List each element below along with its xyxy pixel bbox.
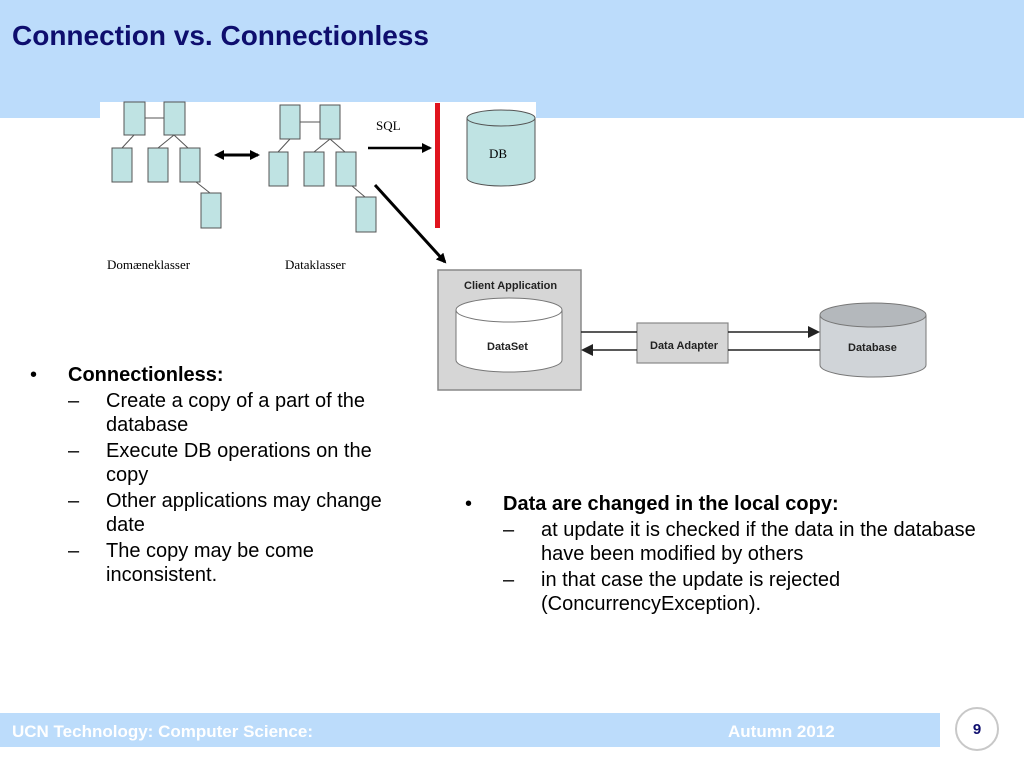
- database-label: Database: [848, 342, 897, 354]
- bullet-icon: •: [30, 364, 38, 386]
- list-item: –Other applications may change date: [68, 489, 410, 537]
- db-cylinder-icon: [466, 109, 536, 187]
- list-item-text: Create a copy of a part of the database: [106, 390, 366, 436]
- footer-term: Autumn 2012: [728, 722, 835, 741]
- dataset-diagram: Client Application DataSet Data Adapter …: [437, 269, 927, 391]
- connectionless-list: • Connectionless: –Create a copy of a pa…: [30, 364, 410, 587]
- local-copy-heading: Data are changed in the local copy:: [503, 493, 839, 515]
- bullet-connectionless: • Connectionless:: [30, 364, 410, 387]
- dataset-cylinder-icon: [455, 297, 563, 373]
- dataset-arrow: [373, 183, 447, 264]
- list-item: –The copy may be come inconsistent.: [68, 539, 410, 587]
- list-item: –Create a copy of a part of the database: [68, 389, 410, 437]
- list-item: –at update it is checked if the data in …: [503, 518, 1005, 566]
- list-item-text: Execute DB operations on the copy: [106, 440, 372, 486]
- list-item-text: at update it is checked if the data in t…: [541, 519, 976, 565]
- connectionless-heading: Connectionless:: [68, 364, 224, 386]
- page-number: 9: [955, 707, 999, 751]
- data-adapter-box: [636, 322, 729, 364]
- slide-title: Connection vs. Connectionless: [12, 20, 429, 51]
- data-classes-label: Dataklasser: [285, 257, 346, 272]
- client-application-label: Client Application: [464, 280, 557, 292]
- list-item-text: Other applications may change date: [106, 490, 382, 536]
- dataset-label: DataSet: [487, 341, 528, 353]
- list-item: –Execute DB operations on the copy: [68, 439, 410, 487]
- domain-classes: [111, 101, 222, 229]
- bullet-local-copy: • Data are changed in the local copy:: [465, 493, 1005, 516]
- bullet-icon: •: [465, 493, 473, 515]
- sql-label: SQL: [376, 118, 401, 133]
- class-diagram: [111, 101, 536, 264]
- list-item-text: in that case the update is rejected (Con…: [541, 569, 841, 615]
- data-classes: [268, 104, 377, 233]
- domain-classes-label: Domæneklasser: [107, 257, 191, 272]
- footer-course: UCN Technology: Computer Science:: [12, 722, 313, 741]
- data-adapter-label: Data Adapter: [650, 340, 719, 352]
- db-label: DB: [489, 146, 508, 161]
- footer-band: [0, 713, 940, 747]
- connection-barrier: [435, 103, 440, 228]
- list-item-text: The copy may be come inconsistent.: [106, 540, 314, 586]
- list-item: –in that case the update is rejected (Co…: [503, 568, 1005, 616]
- header-band: [0, 0, 1024, 118]
- local-copy-list: • Data are changed in the local copy: –a…: [465, 493, 1005, 616]
- database-cylinder-icon: [819, 302, 927, 378]
